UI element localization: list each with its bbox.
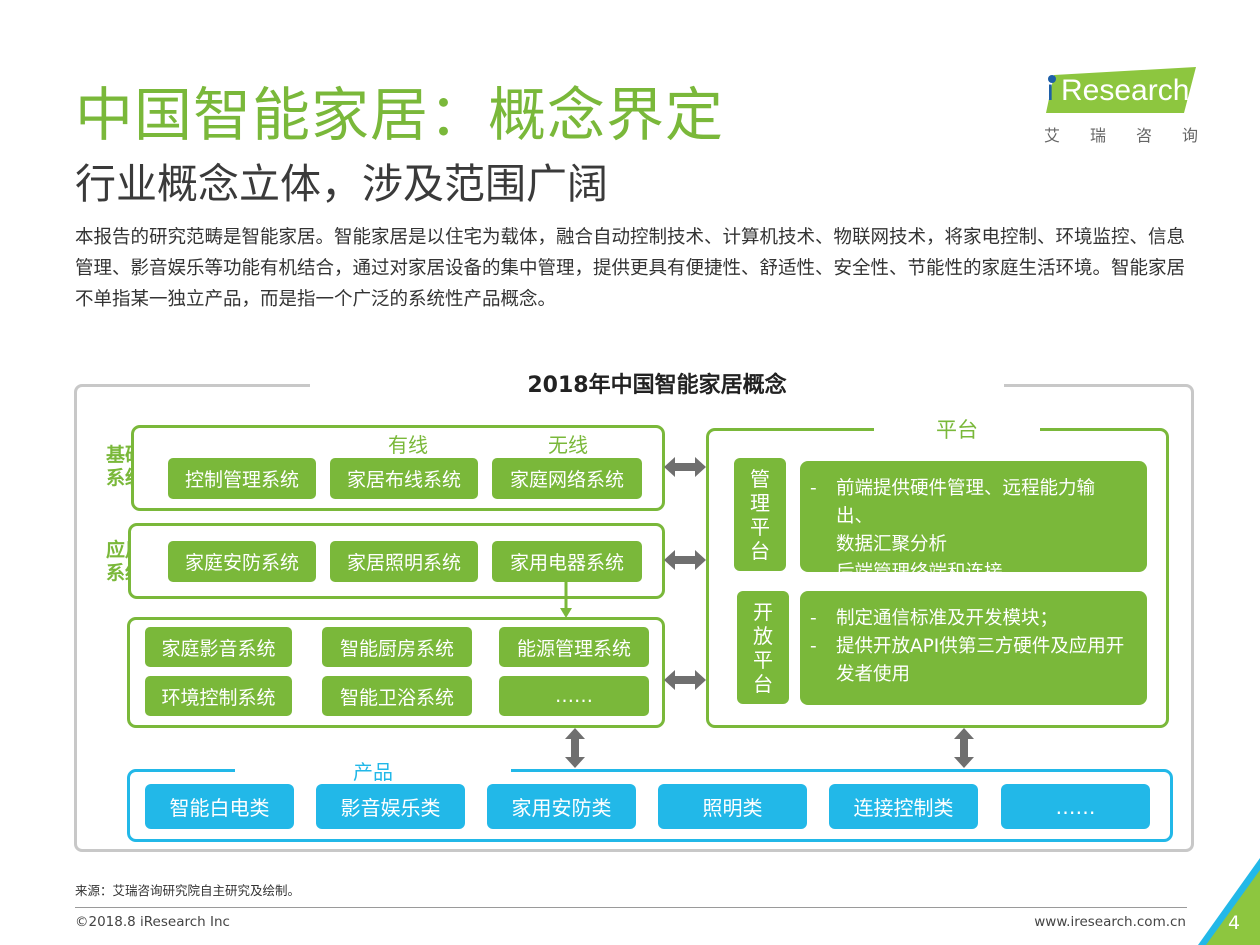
system-tile: 家庭安防系统 <box>168 541 316 582</box>
down-connector <box>560 582 572 618</box>
logo-char: 瑞 <box>1089 126 1106 145</box>
open-platform-tile: 开 放 平 台 <box>737 591 789 704</box>
system-tile: 环境控制系统 <box>145 676 292 716</box>
logo-char: 艾 <box>1044 126 1061 145</box>
double-arrow-icon <box>664 550 706 570</box>
corner-decoration <box>1198 858 1260 945</box>
system-tile: 家庭影音系统 <box>145 627 292 667</box>
system-tile: 家居照明系统 <box>330 541 478 582</box>
diagram-title: 2018年中国智能家居概念 <box>527 373 787 398</box>
products-label: 产品 <box>235 756 511 784</box>
logo-char: 询 <box>1181 126 1198 145</box>
page-number: 4 <box>1228 912 1241 934</box>
product-tile: 连接控制类 <box>829 784 978 829</box>
footer-divider <box>75 907 1187 908</box>
page-title: 中国智能家居：概念界定 <box>75 81 725 149</box>
product-tile: 影音娱乐类 <box>316 784 465 829</box>
system-tile-more: …… <box>499 676 649 716</box>
system-tile: 智能厨房系统 <box>322 627 472 667</box>
system-tile: 能源管理系统 <box>499 627 649 667</box>
platform-label: 平台 <box>874 414 1040 444</box>
vertical-double-arrow-icon <box>954 728 974 768</box>
copyright: ©2018.8 iResearch Inc <box>75 914 230 930</box>
open-platform-desc: -制定通信标准及开发模块； -提供开放API供第三方硬件及应用开 发者使用 <box>800 591 1147 705</box>
vertical-double-arrow-icon <box>565 728 585 768</box>
system-tile: 家用电器系统 <box>492 541 642 582</box>
intro-paragraph: 本报告的研究范畴是智能家居。智能家居是以住宅为载体，融合自动控制技术、计算机技术… <box>75 227 1186 310</box>
system-tile: 控制管理系统 <box>168 458 316 499</box>
double-arrow-icon <box>664 670 706 690</box>
management-platform-tile: 管 理 平 台 <box>734 458 786 571</box>
logo-char: 咨 <box>1135 126 1152 145</box>
product-tile: 家用安防类 <box>487 784 636 829</box>
system-tile: 智能卫浴系统 <box>322 676 472 716</box>
system-tile: 家庭网络系统 <box>492 458 642 499</box>
wireless-label: 无线 <box>528 429 608 458</box>
products-box <box>127 769 1173 842</box>
source-note: 来源：艾瑞咨询研究院自主研究及绘制。 <box>75 883 301 898</box>
double-arrow-icon <box>664 457 706 477</box>
product-tile: 照明类 <box>658 784 807 829</box>
logo-band <box>1046 67 1196 113</box>
website-link[interactable]: www.iresearch.com.cn <box>1034 914 1186 930</box>
management-platform-desc: -前端提供硬件管理、远程能力输出、 数据汇聚分析 -后端管理终端和连接 <box>800 461 1147 583</box>
product-tile: 智能白电类 <box>145 784 294 829</box>
logo-subtitle: 艾 瑞 咨 询 <box>1044 122 1198 146</box>
logo-i: i <box>1047 74 1054 107</box>
product-tile-more: …… <box>1001 784 1150 829</box>
wired-label: 有线 <box>368 429 448 458</box>
logo-brand: Research <box>1061 74 1190 107</box>
system-tile: 家居布线系统 <box>330 458 478 499</box>
page-subtitle: 行业概念立体，涉及范围广阔 <box>75 160 608 208</box>
